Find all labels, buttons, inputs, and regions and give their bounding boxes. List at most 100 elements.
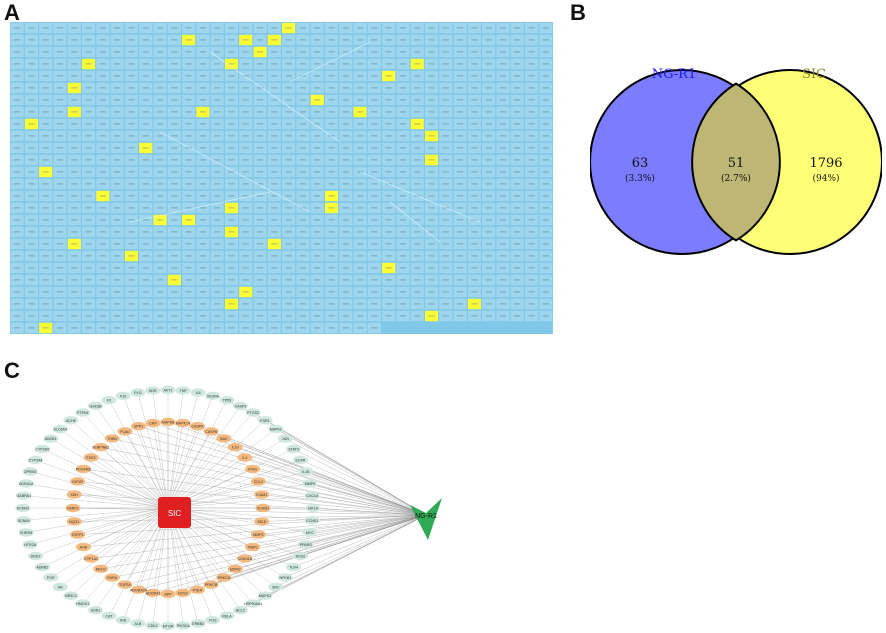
outer-target-node[interactable] xyxy=(190,388,206,397)
outer-target-node[interactable] xyxy=(16,516,32,525)
inner-target-node[interactable] xyxy=(75,542,91,552)
outer-target-node[interactable] xyxy=(302,479,318,488)
outer-target-node[interactable] xyxy=(43,434,59,443)
outer-target-node[interactable] xyxy=(145,386,161,395)
outer-target-node[interactable] xyxy=(75,599,91,608)
outer-target-node[interactable] xyxy=(115,616,131,625)
outer-target-node[interactable] xyxy=(304,491,320,500)
inner-target-node[interactable] xyxy=(250,477,266,486)
outer-target-node[interactable] xyxy=(205,616,221,625)
inner-target-node[interactable] xyxy=(227,564,243,573)
outer-target-node[interactable] xyxy=(160,385,176,395)
outer-target-node[interactable] xyxy=(257,591,273,600)
hub-node-sic[interactable] xyxy=(158,497,191,528)
outer-target-node[interactable] xyxy=(190,619,206,628)
inner-target-node[interactable] xyxy=(203,427,219,436)
outer-target-node[interactable] xyxy=(268,424,284,434)
inner-target-node[interactable] xyxy=(66,517,82,526)
outer-target-node[interactable] xyxy=(28,455,43,465)
outer-target-node[interactable] xyxy=(18,528,34,537)
inner-target-node[interactable] xyxy=(70,530,86,539)
outer-target-node[interactable] xyxy=(43,573,59,582)
inner-target-node[interactable] xyxy=(254,490,270,499)
outer-target-node[interactable] xyxy=(88,606,103,615)
outer-target-node[interactable] xyxy=(277,434,293,443)
inner-target-node[interactable] xyxy=(227,443,243,452)
outer-target-node[interactable] xyxy=(286,444,302,454)
inner-target-node[interactable] xyxy=(160,589,176,599)
outer-target-node[interactable] xyxy=(305,503,321,513)
inner-target-node[interactable] xyxy=(70,477,86,486)
inner-target-node[interactable] xyxy=(117,427,133,436)
outer-target-node[interactable] xyxy=(16,491,32,500)
outer-target-node[interactable] xyxy=(22,540,38,549)
inner-target-node[interactable] xyxy=(66,490,82,499)
outer-target-node[interactable] xyxy=(18,479,34,488)
outer-target-node[interactable] xyxy=(101,611,117,620)
outer-target-node[interactable] xyxy=(233,606,248,615)
outer-target-node[interactable] xyxy=(257,416,273,425)
inner-target-node[interactable] xyxy=(255,503,271,513)
inner-target-node[interactable] xyxy=(250,530,266,539)
outer-target-node[interactable] xyxy=(298,467,314,476)
outer-target-node[interactable] xyxy=(160,621,176,631)
inner-target-node[interactable] xyxy=(203,580,219,589)
inner-target-node[interactable] xyxy=(117,580,133,589)
inner-target-node[interactable] xyxy=(160,417,176,427)
outer-target-node[interactable] xyxy=(101,396,117,405)
outer-target-node[interactable] xyxy=(205,391,221,400)
outer-target-node[interactable] xyxy=(88,401,103,410)
inner-target-node[interactable] xyxy=(175,418,191,428)
inner-target-node[interactable] xyxy=(175,588,191,598)
outer-target-node[interactable] xyxy=(219,396,235,405)
inner-target-node[interactable] xyxy=(83,554,99,563)
inner-target-node[interactable] xyxy=(245,542,261,552)
inner-target-node[interactable] xyxy=(237,554,253,563)
inner-target-node[interactable] xyxy=(254,517,270,526)
inner-target-node[interactable] xyxy=(145,588,161,598)
inner-target-node[interactable] xyxy=(189,422,205,431)
outer-target-node[interactable] xyxy=(286,562,302,572)
outer-target-node[interactable] xyxy=(293,455,308,465)
inner-target-node[interactable] xyxy=(245,464,261,474)
inner-target-node[interactable] xyxy=(93,443,109,452)
outer-target-node[interactable] xyxy=(245,599,261,608)
outer-target-node[interactable] xyxy=(52,582,68,592)
inner-target-node[interactable] xyxy=(93,564,109,573)
outer-target-node[interactable] xyxy=(302,528,318,537)
outer-target-node[interactable] xyxy=(22,467,38,476)
outer-target-node[interactable] xyxy=(293,551,308,561)
outer-target-node[interactable] xyxy=(233,401,248,410)
outer-target-node[interactable] xyxy=(63,416,79,425)
inner-target-node[interactable] xyxy=(216,573,232,582)
inner-target-node[interactable] xyxy=(75,464,91,474)
outer-target-node[interactable] xyxy=(304,516,320,525)
outer-target-node[interactable] xyxy=(75,408,91,417)
outer-target-node[interactable] xyxy=(34,562,50,572)
inner-target-node[interactable] xyxy=(216,434,232,443)
outer-target-node[interactable] xyxy=(130,388,146,397)
outer-target-node[interactable] xyxy=(63,591,79,600)
inner-target-node[interactable] xyxy=(189,585,205,594)
outer-target-node[interactable] xyxy=(28,551,43,561)
outer-target-node[interactable] xyxy=(145,621,161,630)
inner-target-node[interactable] xyxy=(83,453,99,462)
outer-target-node[interactable] xyxy=(219,611,235,620)
inner-target-node[interactable] xyxy=(65,503,81,513)
outer-target-node[interactable] xyxy=(298,540,314,549)
outer-target-node[interactable] xyxy=(15,503,31,513)
outer-target-node[interactable] xyxy=(130,619,146,628)
inner-target-node[interactable] xyxy=(131,585,147,594)
outer-target-node[interactable] xyxy=(115,391,131,400)
outer-target-node[interactable] xyxy=(52,424,68,434)
inner-target-node[interactable] xyxy=(104,434,120,443)
outer-target-node[interactable] xyxy=(175,621,191,630)
outer-target-node[interactable] xyxy=(268,582,284,592)
outer-target-node[interactable] xyxy=(34,444,50,454)
outer-target-node[interactable] xyxy=(277,573,293,582)
inner-target-node[interactable] xyxy=(131,422,147,431)
inner-target-node[interactable] xyxy=(104,573,120,582)
outer-target-node[interactable] xyxy=(175,386,191,395)
hub-node-ng-r1[interactable] xyxy=(410,498,442,540)
inner-target-node[interactable] xyxy=(237,453,253,462)
